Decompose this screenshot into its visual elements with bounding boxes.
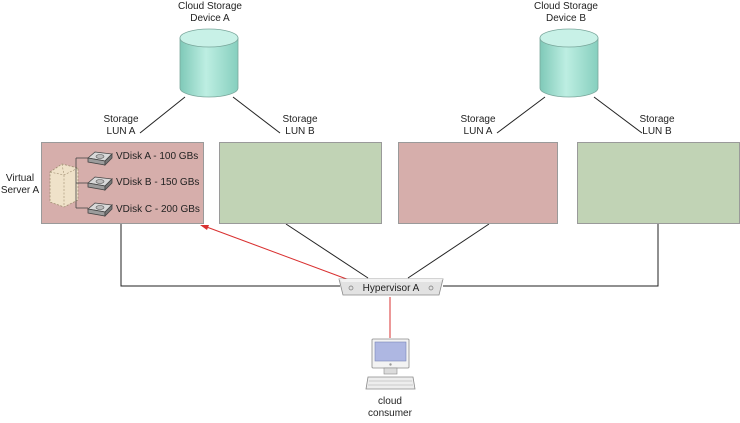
lun-label: Storage LUN A (103, 114, 139, 137)
lun-b-box (219, 142, 382, 224)
cylinder-icon (539, 28, 599, 98)
connector-device-b-lun-b (593, 96, 643, 134)
cylinder-icon (179, 28, 239, 98)
vdisk-label: VDisk C - 200 GBs (116, 204, 200, 215)
hard-disk-icon (87, 151, 113, 166)
connector-lun-a-hypervisor (120, 224, 340, 287)
hard-disk-icon (87, 176, 113, 191)
hypervisor-device-icon (338, 278, 444, 296)
vdisk-branch-lines (75, 157, 88, 209)
device-a-label: Cloud Storage Device A (178, 1, 242, 24)
access-line-hypervisor-to-vm (203, 225, 353, 282)
lun-b-box (577, 142, 740, 224)
lun-label: Storage LUN B (282, 114, 318, 137)
computer-icon (365, 338, 416, 390)
virtual-server-label: Virtual Server A (0, 173, 40, 196)
device-b-label: Cloud Storage Device B (534, 1, 598, 24)
connector-device-a-lun-b (232, 96, 281, 134)
cloud-consumer-label: cloud consumer (368, 396, 412, 419)
connector-lun-b-hypervisor (285, 223, 369, 279)
lun-label: Storage LUN A (460, 114, 496, 137)
connector-device-b-lun-a (496, 96, 546, 134)
hypervisor-label: Hypervisor A (362, 283, 420, 294)
vdisk-label: VDisk A - 100 GBs (116, 151, 199, 162)
connector-lun-a2-hypervisor (407, 223, 490, 279)
virtual-server-icon (49, 163, 79, 208)
connector-device-a-lun-a (139, 96, 186, 134)
access-arrowhead (200, 225, 209, 230)
lun-label: Storage LUN B (639, 114, 675, 137)
hard-disk-icon (87, 202, 113, 217)
lun-a-box (398, 142, 558, 224)
vdisk-label: VDisk B - 150 GBs (116, 177, 200, 188)
connector-lun-b2-hypervisor (443, 224, 659, 287)
